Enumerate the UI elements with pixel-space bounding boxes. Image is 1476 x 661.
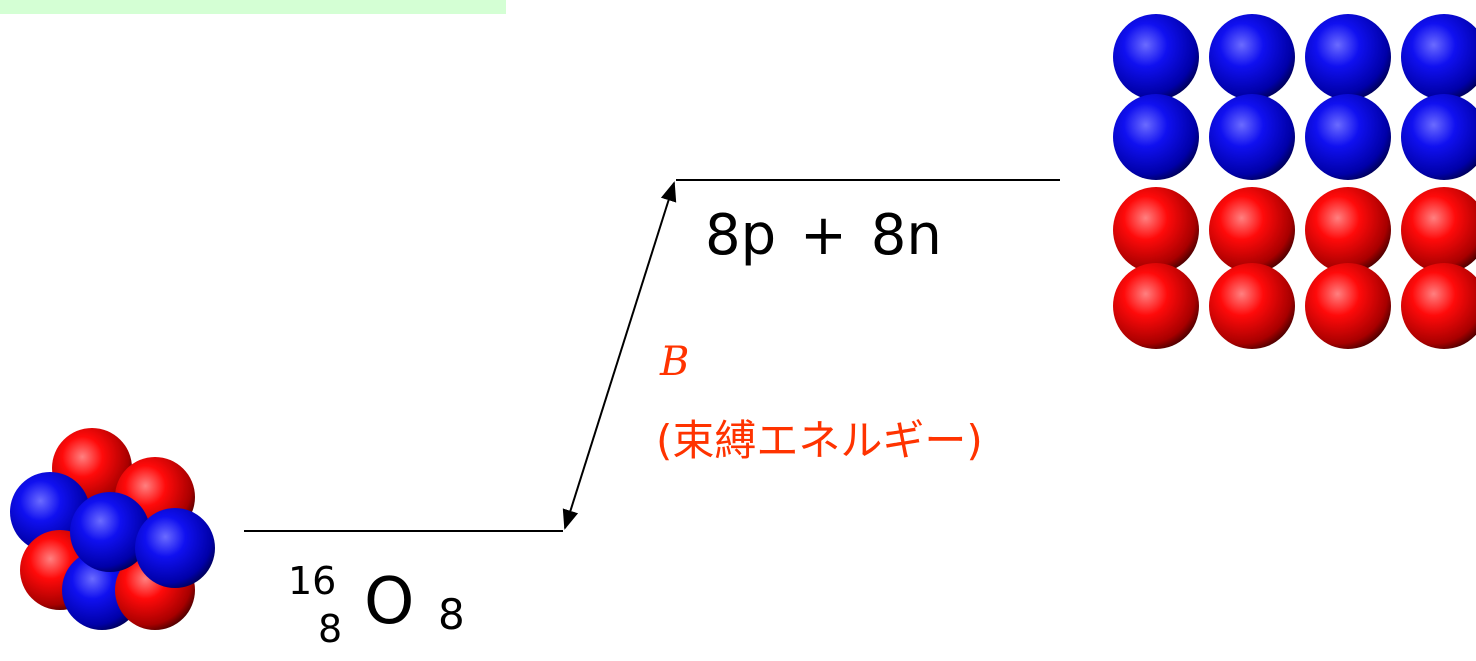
binding-energy-arrow	[562, 181, 677, 530]
oxygen-nuclide-label: 16 8 O 8	[288, 560, 488, 661]
neutron-sphere	[1305, 14, 1391, 100]
proton-sphere	[1113, 263, 1199, 349]
atomic-number: 8	[318, 607, 343, 651]
element-symbol: O	[364, 565, 415, 639]
neutron-sphere	[1113, 94, 1199, 180]
proton-sphere	[1401, 187, 1476, 273]
free-nucleons	[1113, 14, 1476, 349]
neutron-sphere	[1401, 94, 1476, 180]
proton-sphere	[1401, 263, 1476, 349]
oxygen-nucleus	[10, 428, 215, 630]
proton-sphere	[1305, 263, 1391, 349]
neutron-sphere	[1209, 94, 1295, 180]
neutron-sphere	[70, 492, 150, 572]
proton-sphere	[1305, 187, 1391, 273]
neutrons-label: 8n	[870, 203, 942, 268]
binding-energy-symbol: B	[660, 339, 690, 385]
proton-sphere	[1209, 187, 1295, 273]
mass-number: 16	[288, 559, 337, 603]
proton-sphere	[1209, 263, 1295, 349]
plus-sign: +	[800, 203, 847, 268]
neutron-number: 8	[438, 590, 465, 639]
free-nucleons-label: 8p + 8n	[705, 208, 942, 264]
neutron-sphere	[1401, 14, 1476, 100]
neutron-sphere	[1113, 14, 1199, 100]
neutron-sphere	[1305, 94, 1391, 180]
protons-label: 8p	[705, 203, 777, 268]
top-accent-bar	[0, 0, 506, 14]
neutron-sphere	[135, 508, 215, 588]
proton-sphere	[1113, 187, 1199, 273]
neutron-sphere	[1209, 14, 1295, 100]
binding-energy-label: (束縛エネルギー)	[656, 416, 983, 465]
